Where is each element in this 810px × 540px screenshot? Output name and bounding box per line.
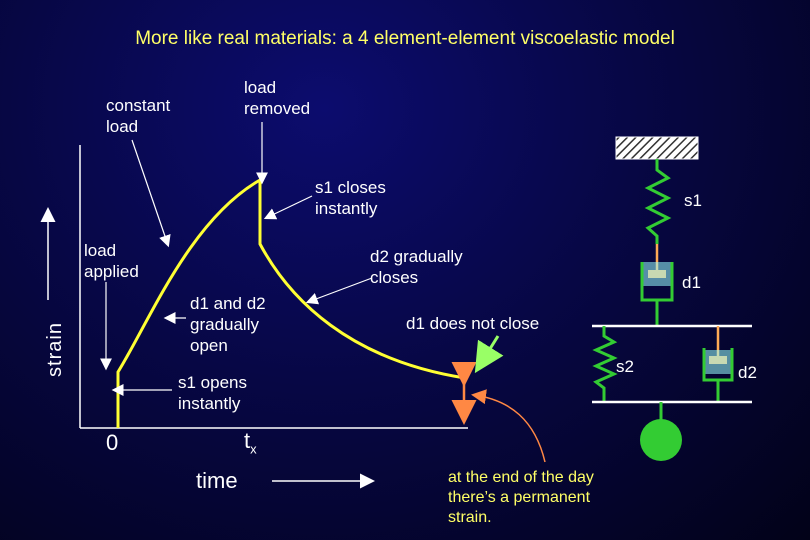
slide-title: More like real materials: a 4 element-el…	[135, 28, 675, 49]
origin-label: 0	[106, 430, 119, 455]
pointer-d2-closes	[305, 277, 373, 305]
tx-base: t	[244, 428, 251, 453]
label-d1: d1	[682, 273, 701, 292]
label-s2: s2	[616, 357, 634, 376]
label-d2: d2	[738, 363, 757, 382]
dashpot-d1	[640, 244, 674, 326]
mass	[640, 419, 682, 461]
dashpot-d2	[702, 326, 734, 402]
spring-s2	[592, 326, 618, 402]
ceiling-support	[615, 136, 699, 160]
green-arrow	[474, 335, 504, 374]
callout-curve	[471, 389, 546, 463]
x-axis-label: time	[196, 468, 238, 493]
label-constant-load: constant load	[106, 96, 171, 136]
label-permanent-strain: at the end of the day there’s a permanen…	[448, 469, 594, 526]
label-d2-closes: d2 gradually closes	[370, 247, 463, 287]
tx-label: tx	[244, 428, 257, 462]
y-axis-label: strain	[43, 322, 66, 377]
label-s1-opens: s1 opens instantly	[178, 373, 247, 413]
label-load-removed: load removed	[244, 78, 311, 118]
label-load-applied: load applied	[84, 241, 139, 281]
tx-subscript: x	[250, 441, 257, 457]
label-s1: s1	[684, 191, 702, 210]
spring-s1	[644, 159, 672, 244]
pointer-constant-load	[131, 139, 171, 248]
label-d1-not-close: d1 does not close	[406, 314, 540, 333]
strain-curve	[116, 177, 466, 428]
label-d1-d2-open: d1 and d2 gradually open	[190, 294, 266, 355]
label-s1-closes: s1 closes instantly	[315, 178, 386, 218]
pointer-s1-closes	[263, 195, 313, 220]
